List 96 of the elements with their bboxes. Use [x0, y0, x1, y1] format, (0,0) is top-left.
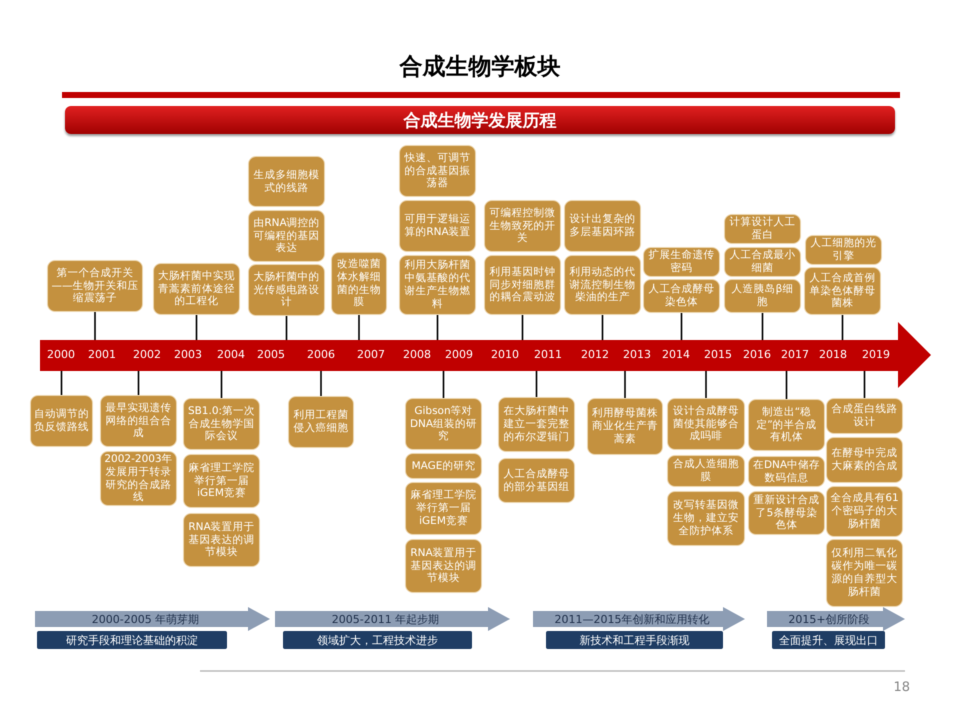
event-box: 人工合成首例单染色体酵母菌株	[804, 267, 881, 315]
event-box: 大肠杆菌中的光传感电路设计	[248, 264, 325, 316]
connector-line	[358, 315, 360, 340]
year-label: 2009	[444, 348, 474, 362]
phase-note-box: 全面提升、展现出口	[772, 631, 885, 649]
year-label: 2019	[861, 348, 891, 362]
connector-line	[60, 371, 62, 395]
event-box: 改写转基因微生物，建立安全防护体系	[667, 491, 745, 546]
connector-line	[286, 316, 288, 340]
connector-line	[602, 315, 604, 340]
timeline-arrow	[40, 322, 931, 388]
event-box: 快速、可调节的合成基因振荡器	[399, 145, 476, 197]
year-label: 2017	[780, 348, 810, 362]
phase-banner: 2011—2015年创新和应用转化	[533, 607, 745, 631]
connector-line	[762, 313, 764, 340]
event-box: 第一个合成开关——生物开关和压缩震荡子	[47, 260, 143, 312]
connector-line	[442, 371, 444, 398]
event-box: 重新设计合成了5条酵母染色体	[748, 491, 825, 535]
event-box: 利用大肠杆菌中氨基酸的代谢生产生物燃料	[399, 255, 476, 315]
event-box: 人工细胞的光引擎	[805, 235, 882, 265]
year-label: 2011	[533, 348, 563, 362]
event-box: 自动调节的负反馈路线	[30, 395, 93, 447]
event-box: 生成多细胞模式的线路	[248, 156, 325, 207]
connector-line	[624, 371, 626, 398]
event-box: 人工合成酵母的部分基因组	[498, 458, 575, 503]
connector-line	[436, 315, 438, 340]
phase-banner: 2015+创所阶段	[767, 607, 905, 631]
year-label: 2003	[173, 348, 203, 362]
phase-banner: 2000-2005 年萌芽期	[35, 607, 270, 631]
event-box: 麻省理工学院举行第一届iGEM竞赛	[183, 454, 260, 508]
event-box: 最早实现遗传网络的组合合成	[100, 395, 177, 447]
connector-line	[522, 315, 524, 340]
year-label: 2013	[622, 348, 652, 362]
connector-line	[138, 371, 140, 395]
event-box: 人工合成酵母染色体	[643, 279, 720, 313]
year-label: 2004	[216, 348, 246, 362]
year-label: 2010	[490, 348, 520, 362]
year-label: 2016	[742, 348, 772, 362]
year-label: 2015	[703, 348, 733, 362]
event-box: 计算设计人工蛋白	[724, 214, 801, 244]
event-box: 设计合成酵母菌使其能够合成吗啡	[667, 398, 745, 450]
connector-line	[94, 312, 96, 340]
event-box: 可用于逻辑运算的RNA装置	[399, 200, 476, 252]
connector-line	[786, 371, 788, 399]
event-box: MAGE的研究	[405, 453, 482, 479]
year-label: 2012	[580, 348, 610, 362]
event-box: 2002-2003年发展用于转录研究的合成路线	[100, 451, 177, 506]
year-label: 2000	[46, 348, 76, 362]
event-box: 在DNA中储存数码信息	[748, 456, 825, 487]
event-box: 仅利用二氧化碳作为唯一碳源的自养型大肠杆菌	[826, 539, 903, 607]
event-box: 全合成具有61个密码子的大肠杆菌	[826, 486, 903, 537]
event-box: 扩展生命遗传密码	[643, 247, 720, 277]
year-label: 2018	[818, 348, 848, 362]
connector-line	[680, 313, 682, 340]
event-box: 人工合成最小细菌	[724, 247, 801, 277]
connector-line	[864, 371, 866, 398]
event-box: 设计出复杂的多层基因环路	[564, 200, 641, 252]
connector-line	[705, 371, 707, 398]
connector-line	[196, 315, 198, 340]
phase-note-box: 新技术和工程手段渐现	[546, 631, 723, 649]
year-label: 2008	[402, 348, 432, 362]
phase-note-box: 研究手段和理论基础的积淀	[37, 631, 227, 649]
event-box: 利用酵母菌株商业化生产青蒿素	[587, 398, 663, 455]
event-box: 由RNA调控的可编程的基因表达	[248, 210, 325, 262]
phase-banner: 2005-2011 年起步期	[275, 607, 510, 631]
year-label: 2006	[306, 348, 336, 362]
year-label: 2001	[87, 348, 117, 362]
event-box: 在大肠杆菌中建立一套完整的布尔逻辑门	[498, 397, 575, 452]
connector-line	[842, 315, 844, 340]
connector-line	[220, 371, 222, 398]
year-label: 2014	[661, 348, 691, 362]
phase-note-box: 领域扩大，工程技术进步	[283, 631, 472, 649]
event-box: 合成蛋白线路设计	[826, 398, 903, 434]
connector-line	[536, 371, 538, 397]
event-box: Gibson等对DNA组装的研究	[405, 398, 482, 450]
year-label: 2005	[256, 348, 286, 362]
event-box: RNA装置用于基因表达的调节模块	[405, 539, 482, 593]
event-box: 在酵母中完成大麻素的合成	[826, 437, 903, 483]
event-box: 麻省理工学院举行第一届iGEM竞赛	[405, 482, 482, 535]
event-box: 改造噬菌体水解细菌的生物膜	[331, 252, 387, 315]
event-box: 利用动态的代谢流控制生物柴油的生产	[564, 255, 641, 315]
event-box: SB1.0:第一次合成生物学国际会议	[183, 398, 260, 450]
event-box: 人造胰岛β细胞	[724, 279, 801, 313]
event-box: 利用基因时钟同步对细胞群的耦合震动波	[484, 255, 561, 315]
event-box: RNA装置用于基因表达的调节模块	[183, 513, 260, 567]
page-number: 18	[892, 680, 910, 697]
year-label: 2007	[356, 348, 386, 362]
year-label: 2002	[132, 348, 162, 362]
title-banner: 合成生物学发展历程	[65, 106, 895, 134]
event-box: 合成人造细胞膜	[667, 455, 745, 487]
event-box: 制造出“稳定”的半合成有机体	[748, 399, 825, 451]
event-box: 利用工程菌侵入癌细胞	[288, 396, 354, 448]
title: 合成生物学板块	[398, 53, 562, 82]
event-box: 可编程控制微生物致死的开关	[484, 200, 561, 252]
event-box: 大肠杆菌中实现青蒿素前体途径的工程化	[153, 263, 240, 315]
connector-line	[320, 371, 322, 396]
